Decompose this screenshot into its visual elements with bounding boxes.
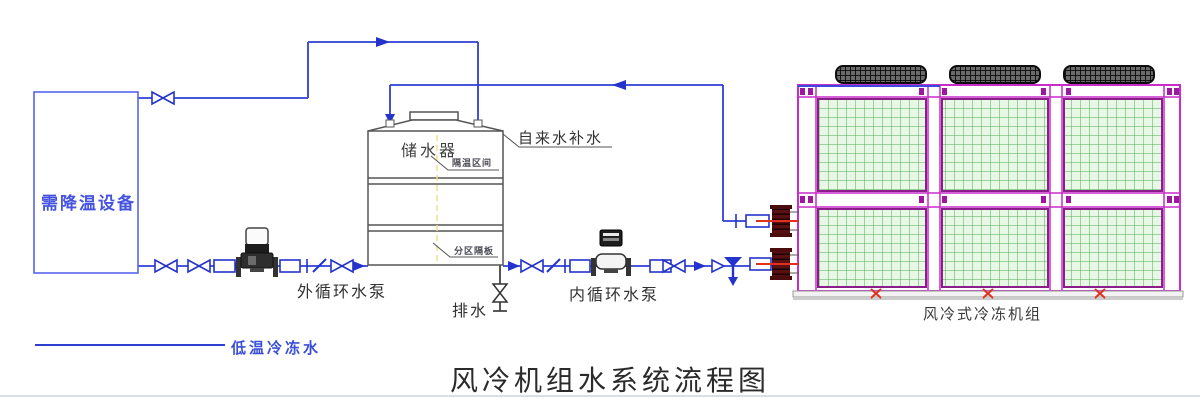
fan-grilles bbox=[835, 65, 1155, 84]
flange-tie-lines bbox=[790, 211, 799, 274]
cooling-load-label: 需降温设备 bbox=[41, 194, 136, 213]
refrigerant-lines bbox=[756, 220, 799, 265]
legend-chilled-water-label: 低温冷冻水 bbox=[231, 340, 322, 357]
bottom-rule bbox=[0, 395, 1200, 397]
internal-pump-label: 内循环水泵 bbox=[569, 287, 660, 304]
chiller-label: 风冷式冷冻机组 bbox=[923, 306, 1043, 323]
cooling-load-box bbox=[33, 91, 139, 274]
internal-pump bbox=[591, 229, 631, 276]
chiller-base bbox=[792, 288, 1184, 300]
y-strainer bbox=[724, 257, 742, 286]
drain-label: 排水 bbox=[452, 303, 489, 320]
storage-tank bbox=[367, 111, 504, 266]
base-anchor-marks bbox=[870, 288, 1106, 299]
valves bbox=[151, 90, 772, 274]
external-pump bbox=[236, 227, 278, 277]
external-pump-label: 外循环水泵 bbox=[297, 284, 388, 301]
coil-panels bbox=[817, 98, 1163, 288]
tank-zone-label: 隔温区间 bbox=[452, 158, 493, 168]
chiller-flanges bbox=[756, 205, 799, 280]
frame-joints bbox=[800, 88, 1179, 203]
chiller-unit bbox=[756, 65, 1184, 300]
leader-lines bbox=[430, 133, 612, 258]
tank-label: 储水器 bbox=[401, 143, 459, 160]
tank-partition-label: 分区隔板 bbox=[454, 246, 495, 256]
makeup-water-label: 自来水补水 bbox=[518, 130, 604, 147]
drain-valve bbox=[491, 283, 509, 303]
diagram-title: 风冷机组水系统流程图 bbox=[449, 366, 770, 397]
